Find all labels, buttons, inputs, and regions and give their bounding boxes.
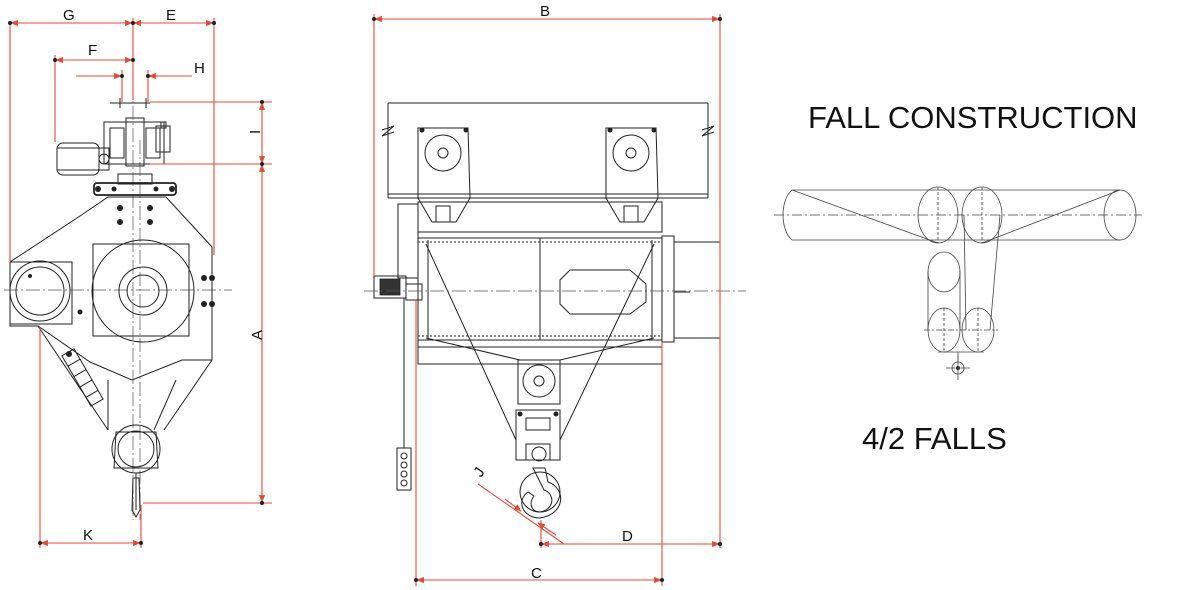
dim-label-h: H xyxy=(194,60,205,77)
fall-construction-title: FALL CONSTRUCTION xyxy=(808,100,1138,135)
dim-label-g: G xyxy=(63,7,75,24)
side-view xyxy=(4,40,232,520)
fall-construction-caption: 4/2 FALLS xyxy=(862,421,1007,456)
side-view-dimensions xyxy=(8,18,272,548)
dim-label-c: C xyxy=(531,565,542,582)
fall-construction-diagram xyxy=(774,186,1142,380)
bolt-markers xyxy=(28,205,215,315)
dim-label-d: D xyxy=(622,528,633,545)
dim-label-j: J xyxy=(470,464,488,480)
dim-label-a: A xyxy=(249,330,266,340)
front-view xyxy=(364,102,746,519)
dim-label-k: K xyxy=(83,527,93,544)
front-view-dimensions xyxy=(372,14,722,586)
dim-label-e: E xyxy=(166,7,176,24)
dim-label-i: I xyxy=(247,130,264,134)
dim-label-f: F xyxy=(88,42,97,59)
dim-label-b: B xyxy=(540,3,550,20)
